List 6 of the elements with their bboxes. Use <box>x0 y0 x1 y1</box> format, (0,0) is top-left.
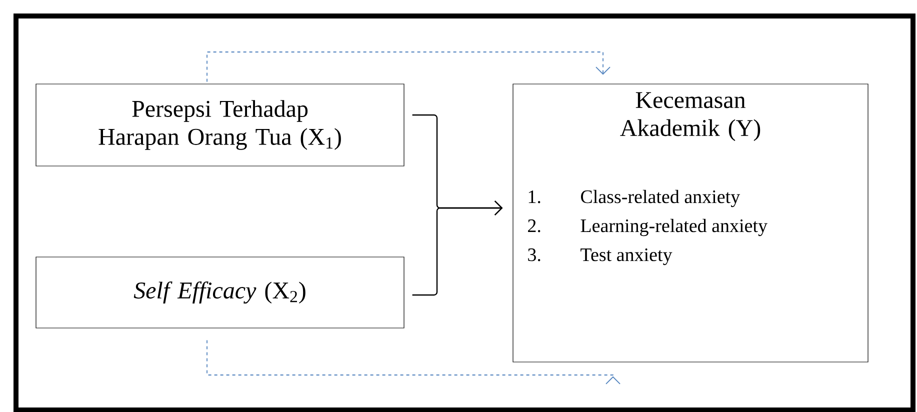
variable-box: Persepsi Terhadap Harapan Orang Tua (X$_{1}$) <box>36 84 404 166</box>
dashed-arrow <box>206 340 620 384</box>
bracket-arrow <box>412 200 503 296</box>
variable-box: Kecemasan Akademik (Y) 1. Class-related anxiety 2. Learning-related anxiety 3. Test anxiety <box>512 84 868 362</box>
dashed-arrow <box>206 52 610 82</box>
variable-box: Self Efficacy (X$_{2}$) <box>36 256 404 328</box>
